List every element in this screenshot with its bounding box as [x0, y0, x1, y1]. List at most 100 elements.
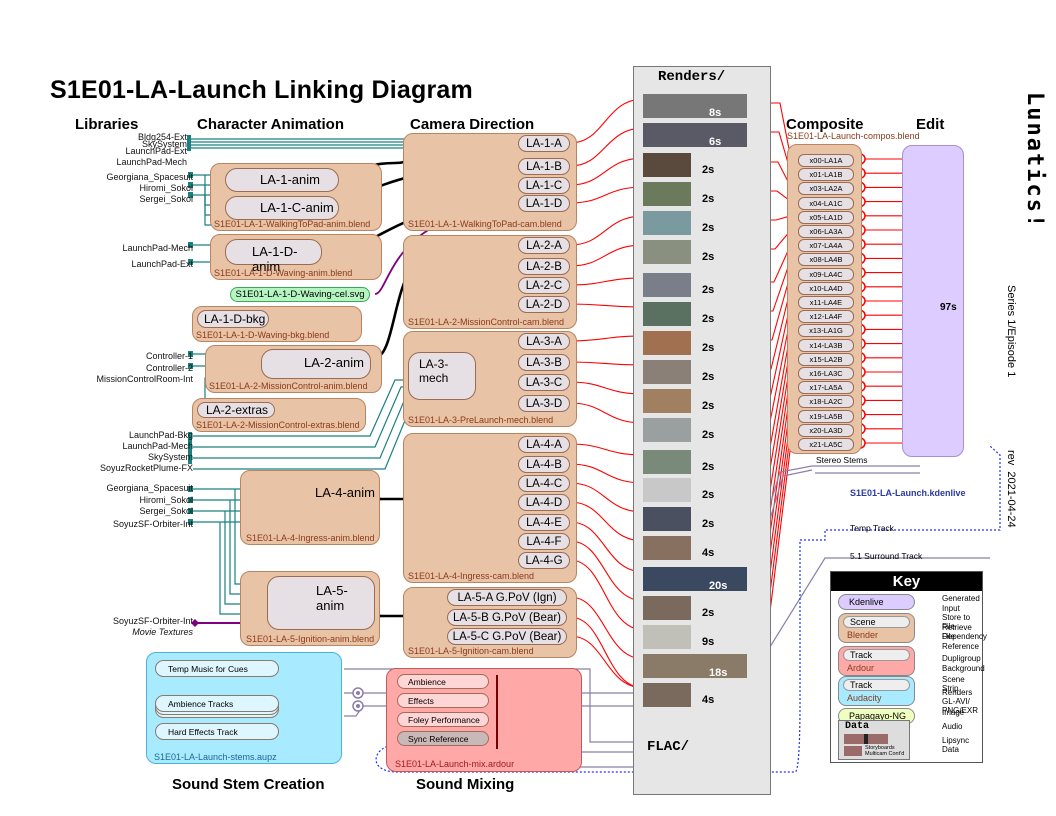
storyboard-swatch: [844, 734, 888, 744]
composite-strip-x14-la3b[interactable]: x14-LA3B: [798, 338, 854, 352]
composite-strip-x19-la5b[interactable]: x19-LA5B: [798, 409, 854, 423]
shot-la-4-c[interactable]: LA-4-C: [518, 475, 570, 492]
key-legend-item: Retrieve File: [942, 623, 972, 641]
library-sergei-sokol: Sergei_Sokol: [139, 506, 193, 516]
anim-file-walking[interactable]: LA-1-anim LA-1-C-anim S1E01-LA-1-Walking…: [210, 163, 382, 231]
extras-file-mission-control[interactable]: LA-2-extras S1E01-LA-2-MissionControl-ex…: [192, 398, 366, 432]
render-link: [569, 127, 645, 167]
render-duration: 2s: [702, 313, 715, 325]
scene-la-1-anim[interactable]: LA-1-anim: [225, 168, 339, 192]
stereo-stems-label: Stereo Stems: [816, 455, 868, 465]
render-thumbnail: [643, 450, 691, 474]
header-edit: Edit: [916, 116, 945, 133]
composite-strip-x05-la1d[interactable]: x05-LA1D: [798, 210, 854, 224]
shot-la-4-e[interactable]: LA-4-E: [518, 514, 570, 531]
key-legend-item: Input: [942, 604, 960, 613]
composite-strip-x20-la3d[interactable]: x20-LA3D: [798, 423, 854, 437]
track-sync-reference[interactable]: Sync Reference: [397, 731, 489, 746]
composite-strip-x21-la5c[interactable]: x21-LA5C: [798, 438, 854, 451]
scene-la-2-extras[interactable]: LA-2-extras: [197, 402, 275, 418]
track-ambience[interactable]: Ambience Tracks: [155, 695, 279, 712]
shot-la-1-b[interactable]: LA-1-B: [518, 158, 570, 175]
shot-label: LA-1-B: [526, 160, 562, 173]
library-launchpad-bkg: LaunchPad-Bkg: [128, 430, 193, 440]
anim-file-ingress[interactable]: LA-4-anim S1E01-LA-4-Ingress-anim.blend: [240, 470, 380, 545]
file-label: S1E01-LA-2-MissionControl-extras.blend: [196, 420, 360, 430]
composite-strip-x04-la1c[interactable]: x04-LA1C: [798, 196, 854, 210]
shot-la-2-b[interactable]: LA-2-B: [518, 258, 570, 275]
track-temp-music[interactable]: Temp Music for Cues: [155, 660, 279, 677]
stereo-stem-link: [812, 465, 920, 474]
shot-la-4-a[interactable]: LA-4-A: [518, 436, 570, 453]
bkg-file-waving[interactable]: LA-1-D-bkg S1E01-LA-1-D-Waving-bkg.blend: [192, 306, 362, 342]
shot-la-4-g[interactable]: LA-4-G: [518, 552, 570, 569]
composite-strip-x11-la4e[interactable]: x11-LA4E: [798, 296, 854, 309]
anim-file-waving[interactable]: LA-1-D-anim S1E01-LA-1-D-Waving-anim.ble…: [210, 234, 382, 280]
shot-la-3-b[interactable]: LA-3-B: [518, 354, 570, 371]
scene-la-1-d-anim[interactable]: LA-1-D-anim: [225, 239, 322, 274]
audio-dot: [356, 691, 360, 695]
renders-label: Renders/: [658, 69, 726, 85]
shot-la-1-c[interactable]: LA-1-C: [518, 177, 570, 194]
render-link: [569, 559, 645, 631]
key-swatch-label: Papagayo-NG: [849, 711, 907, 721]
scene-la-3-mech[interactable]: LA-3-mech: [408, 352, 476, 400]
render-duration: 6s: [709, 136, 722, 148]
composite-strip-x16-la3c[interactable]: x16-LA3C: [798, 367, 854, 380]
shot-la-1-d[interactable]: LA-1-D: [518, 195, 570, 212]
shot-la-1-a[interactable]: LA-1-A: [518, 135, 570, 152]
composite-strip-x06-la3a[interactable]: x06-LA3A: [798, 225, 854, 238]
key-legend-item: Background: [942, 664, 985, 673]
composite-strip-x10-la4d[interactable]: x10-LA4D: [798, 281, 854, 295]
composite-strip-x13-la1g[interactable]: x13-LA1G: [798, 324, 854, 338]
composite-strip-x08-la4b[interactable]: x08-LA4B: [798, 253, 854, 267]
shot-la-2-c[interactable]: LA-2-C: [518, 277, 570, 294]
track-foley-mix[interactable]: Foley Performance: [397, 712, 489, 727]
scene-la-1-c-anim[interactable]: LA-1-C-anim: [225, 196, 339, 220]
anim-file-ignition[interactable]: LA-5-anim S1E01-LA-5-Ignition-anim.blend: [240, 571, 380, 646]
library-soyuzsf-orbiter-int: SoyuzSF-Orbiter-Int: [112, 616, 193, 626]
scene-la-2-anim[interactable]: LA-2-anim: [261, 349, 371, 379]
composite-strip-x00-la1a[interactable]: x00-LA1A: [798, 154, 854, 167]
shot-la-4-d[interactable]: LA-4-D: [518, 494, 570, 511]
shot-la-5-c[interactable]: LA-5-C G.PoV (Bear): [447, 628, 567, 645]
render-duration: 2s: [702, 429, 715, 441]
composite-strip-x18-la2c[interactable]: x18-LA2C: [798, 395, 854, 409]
track-effects-mix[interactable]: Effects: [397, 693, 489, 708]
ardour-session[interactable]: Ambience Effects Foley Performance Sync …: [386, 668, 582, 772]
scene-la-1-d-bkg[interactable]: LA-1-D-bkg: [197, 310, 269, 328]
composite-strip-x15-la2b[interactable]: x15-LA2B: [798, 352, 854, 366]
shot-la-2-a[interactable]: LA-2-A: [518, 237, 570, 254]
shot-la-3-a[interactable]: LA-3-A: [518, 333, 570, 350]
composite-strip-x12-la4f[interactable]: x12-LA4F: [798, 310, 854, 324]
shot-la-4-f[interactable]: LA-4-F: [518, 533, 570, 550]
shot-la-2-d[interactable]: LA-2-D: [518, 296, 570, 313]
composite-strip-x03-la2a[interactable]: x03-LA2A: [798, 182, 854, 196]
shot-la-5-b[interactable]: LA-5-B G.PoV (Bear): [447, 609, 567, 626]
shot-la-3-c[interactable]: LA-3-C: [518, 374, 570, 391]
composite-strip-x17-la5a[interactable]: x17-LA5A: [798, 381, 854, 395]
shot-la-4-b[interactable]: LA-4-B: [518, 456, 570, 473]
scene-la-4-anim[interactable]: LA-4-anim: [315, 485, 375, 500]
header-sound-mixing: Sound Mixing: [416, 776, 515, 793]
composite-strip-x07-la4a[interactable]: x07-LA4A: [798, 239, 854, 253]
track-ambience-mix[interactable]: Ambience: [397, 674, 489, 689]
composite-strip-x09-la4c[interactable]: x09-LA4C: [798, 267, 854, 281]
scene-la-5-anim[interactable]: LA-5-anim: [267, 576, 375, 630]
library-soyuzrocketplume-fx: SoyuzRocketPlume-FX: [99, 463, 193, 473]
audacity-project[interactable]: Temp Music for Cues Ambience Tracks Hard…: [146, 652, 342, 764]
render-thumbnail: [643, 478, 691, 502]
shot-la-5-a[interactable]: LA-5-A G.PoV (Ign): [447, 589, 567, 606]
shot-la-3-d[interactable]: LA-3-D: [518, 395, 570, 412]
anim-file-mission-control[interactable]: LA-2-anim S1E01-LA-2-MissionControl-anim…: [205, 345, 382, 393]
kdenlive-timeline[interactable]: [902, 145, 964, 457]
ardour-file-label: S1E01-LA-Launch-mix.ardour: [395, 759, 515, 769]
composite-strip-x01-la1b[interactable]: x01-LA1B: [798, 168, 854, 182]
cel-svg-file[interactable]: S1E01-LA-1-D-Waving-cel.svg: [230, 287, 370, 302]
track-hard-effects[interactable]: Hard Effects Track: [155, 723, 279, 740]
render-thumbnail: [643, 94, 747, 118]
